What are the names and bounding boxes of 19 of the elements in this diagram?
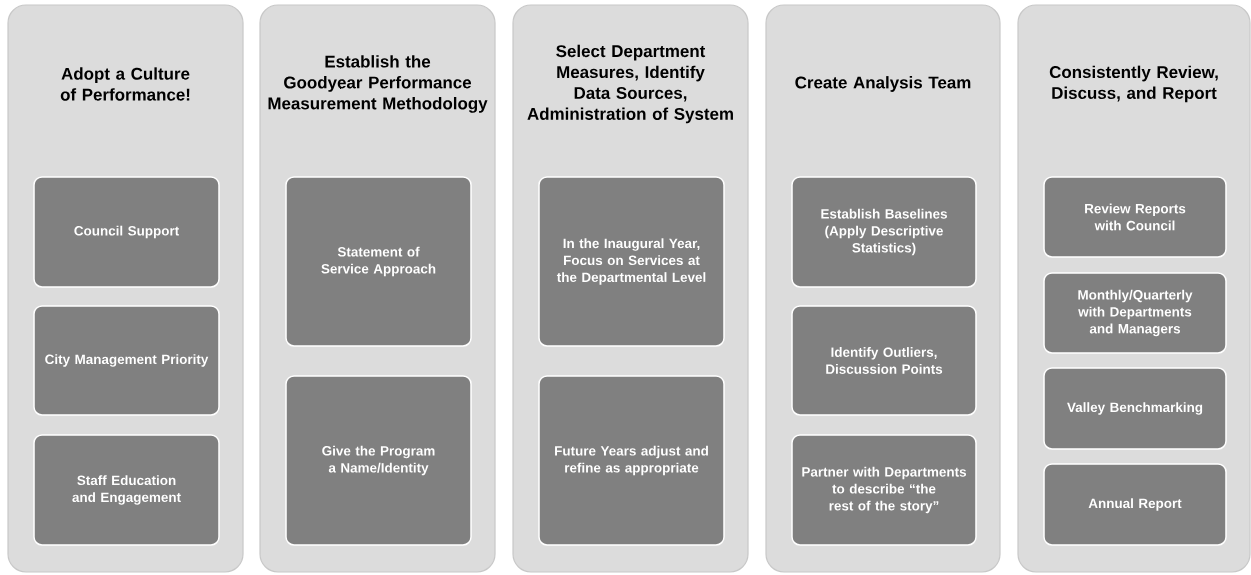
step-box: Statement of Service Approach (285, 176, 472, 347)
step-box: Give the Program a Name/Identity (285, 375, 472, 546)
step-box: Council Support (33, 176, 220, 288)
column-title: Establish the Goodyear Performance Measurement Methodology (268, 55, 488, 113)
step-box: Annual Report (1043, 463, 1227, 546)
step-box: Valley Benchmarking (1043, 367, 1227, 450)
step-box: Identify Outliers, Discussion Points (791, 305, 977, 416)
step-box: Staff Education and Engagement (33, 434, 220, 546)
step-box: Partner with Departments to describe “the rest of the story” (791, 434, 977, 546)
column-title: Consistently Review, Discuss, and Report (1049, 65, 1218, 103)
step-box: In the Inaugural Year, Focus on Services at the Departmental Level (538, 176, 725, 347)
step-box: Review Reports with Council (1043, 176, 1227, 258)
step-box: Future Years adjust and refine as appropriate (538, 375, 725, 546)
step-box: Monthly/Quarterly with Departments and Managers (1043, 272, 1227, 354)
column-title: Create Analysis Team (795, 76, 971, 92)
column-title: Select Department Measures, Identify Data Sources, Administration of System (527, 44, 733, 124)
step-box: City Management Priority (33, 305, 220, 416)
column-title: Adopt a Culture of Performance! (60, 67, 190, 101)
step-box: Establish Baselines (Apply Descriptive Statistics) (791, 176, 977, 288)
